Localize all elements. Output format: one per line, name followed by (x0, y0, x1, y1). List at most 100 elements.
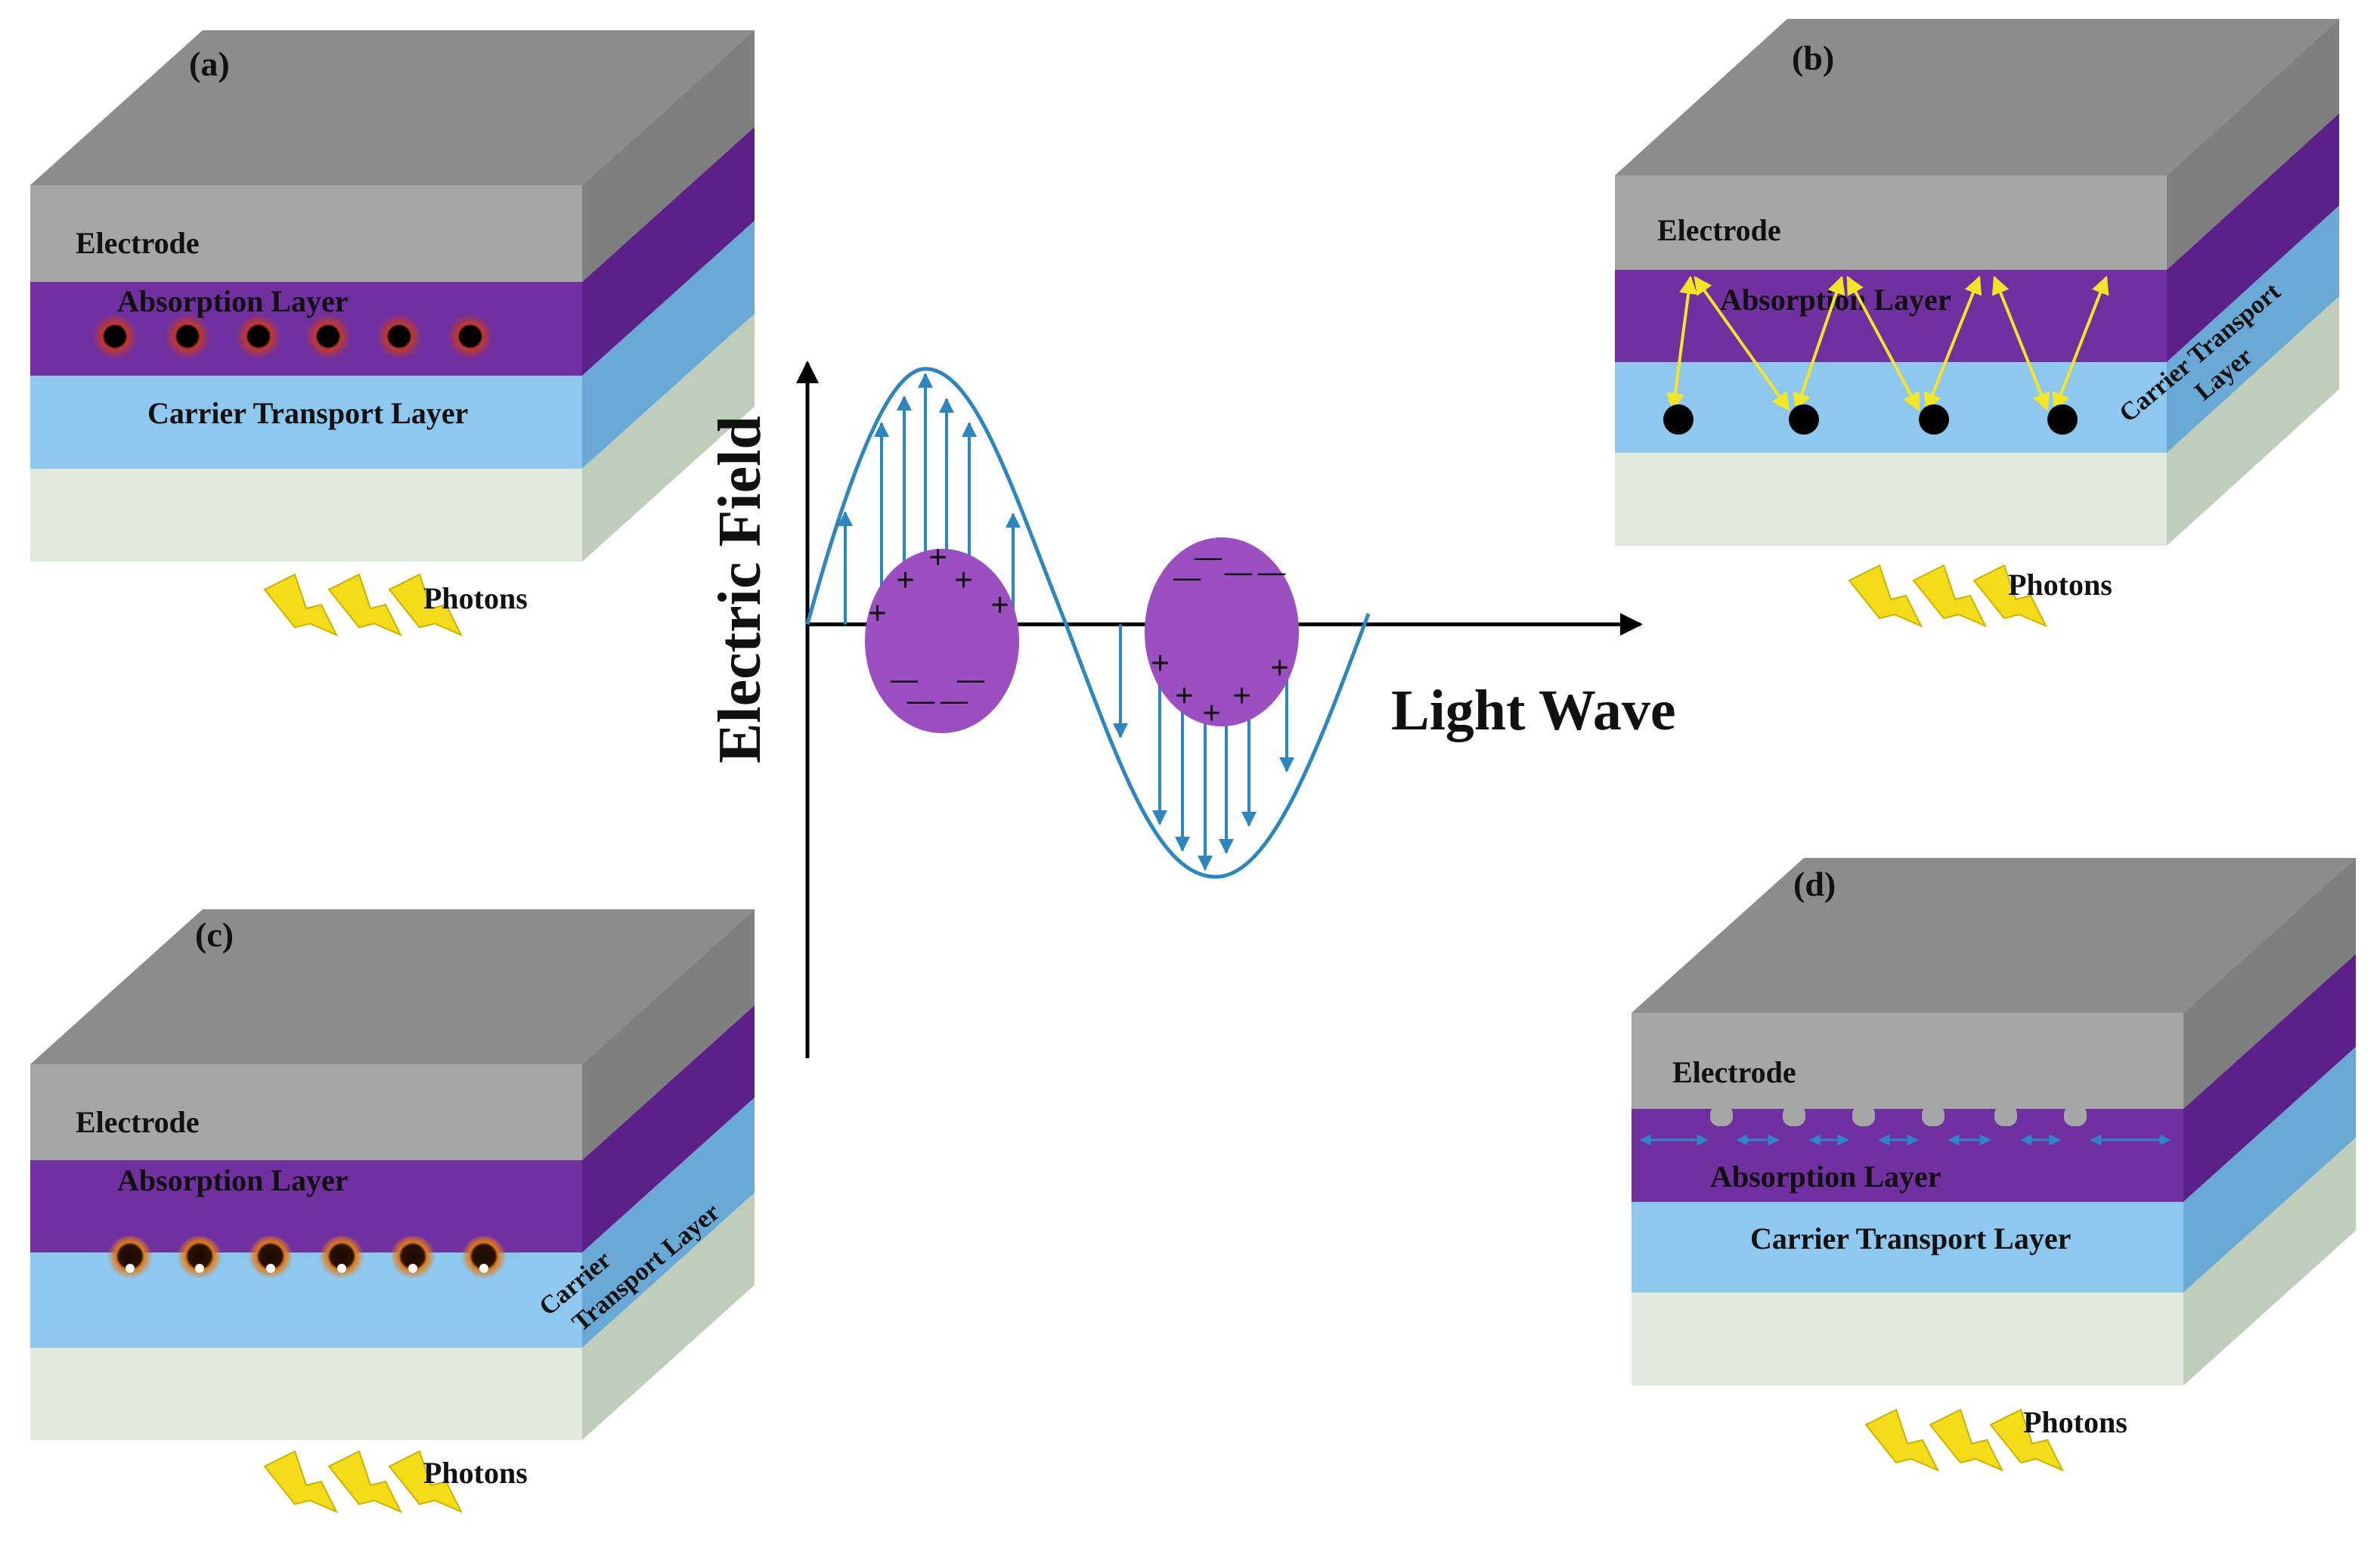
absorption-side (2167, 113, 2339, 362)
photons-label: Photons (2008, 568, 2112, 602)
nanoparticle (107, 1236, 153, 1281)
electrode-side (2183, 858, 2356, 1109)
electrode-side (2167, 19, 2339, 270)
wave-diagram: + + + + + — — — — — — — — + (707, 361, 1676, 1058)
minus-charge: — (1173, 562, 1201, 592)
nanoparticle (305, 314, 351, 359)
panel-tag: (b) (1792, 39, 1834, 77)
photons-label: Photons (423, 581, 528, 615)
absorption-label: Absorption Layer (1710, 1160, 1941, 1194)
transport-label: Carrier Transport Layer (147, 396, 468, 430)
minus-charge: — (1194, 541, 1223, 571)
nanoparticle (461, 1236, 507, 1281)
panel-tag: (c) (195, 915, 234, 954)
minus-charge: — (890, 664, 919, 694)
charge-plus-row: + + + + + (1151, 645, 1289, 732)
absorption-side (582, 127, 755, 376)
scatter-arrow (1793, 275, 1845, 412)
transport-side (2167, 206, 2339, 453)
nanoparticle (1789, 404, 1819, 435)
plus-charge: + (990, 587, 1009, 624)
minus-charge: — (906, 685, 935, 715)
substrate-side (582, 314, 755, 562)
nanoparticle (390, 1236, 435, 1281)
reflection-arrows (1666, 275, 2109, 412)
electrode-side (582, 30, 755, 282)
minus-charge: — (1257, 556, 1286, 587)
nanoparticle (236, 314, 281, 359)
minus-charge: — (940, 685, 968, 715)
substrate-side (582, 1193, 755, 1440)
scatter-arrow (2052, 275, 2109, 412)
absorption-side (2183, 954, 2356, 1202)
panel-tag: (a) (189, 45, 230, 83)
y-axis-label: Electric Field (707, 416, 773, 763)
substrate-front (1632, 1293, 2183, 1386)
sine-wave (805, 367, 1371, 879)
x-axis-label: Light Wave (1391, 679, 1676, 742)
nanoparticle-positive-bottom: — — — — + + + + + (1145, 537, 1299, 732)
transport-side (582, 1098, 755, 1348)
electrode-front (30, 1064, 582, 1160)
panel-tag: (d) (1793, 865, 1836, 903)
panel-c: (c) Electrode Absorption Layer Carrier T… (30, 909, 755, 1513)
nanoparticle (2047, 404, 2078, 435)
photons-icon (263, 1450, 463, 1513)
electrode-label: Electrode (76, 226, 200, 260)
plus-charge: + (928, 539, 947, 576)
electrode-front (1615, 175, 2167, 270)
plus-charge: + (896, 562, 915, 599)
transport-front (1632, 1202, 2183, 1293)
plus-charge: + (1175, 677, 1194, 714)
substrate-side (2183, 1138, 2356, 1386)
nanoparticle-row (107, 1236, 507, 1281)
scatter-arrow (1846, 275, 1920, 412)
nanoparticle (865, 549, 1019, 733)
photons-label: Photons (2023, 1405, 2127, 1439)
photons-icon (1864, 1408, 2065, 1472)
electrode-top (30, 30, 755, 185)
electrode-label: Electrode (1657, 213, 1781, 247)
electrode-label: Electrode (76, 1105, 200, 1139)
nanoparticle (319, 1236, 364, 1281)
plus-charge: + (868, 595, 887, 632)
panel-b: (b) Electrode Absorption Layer Carrier T… (1615, 19, 2339, 627)
transport-side (2183, 1047, 2356, 1293)
nanoparticle (1919, 404, 1949, 435)
nanoparticle (448, 314, 493, 359)
absorption-side (582, 1005, 755, 1252)
minus-charge: — (1224, 556, 1253, 587)
transport-side (582, 221, 755, 469)
scatter-arrow (1694, 276, 1790, 411)
absorption-label: Absorption Layer (117, 1163, 349, 1197)
absorption-label: Absorption Layer (117, 284, 349, 318)
panel-a: (a) Electrode Absorption Layer Carrier T… (30, 30, 755, 636)
nanoparticle (377, 314, 422, 359)
device-stack (1632, 858, 2356, 1386)
electrode-side (582, 909, 755, 1160)
nanoparticle-row (1663, 404, 2078, 435)
charge-minus-row: — — — — (890, 664, 985, 715)
nanoparticle-positive-top: + + + + + — — — — (865, 539, 1019, 733)
charge-minus-row: — — — — (1173, 541, 1286, 592)
substrate-front (30, 1348, 582, 1440)
charge-plus-row: + + + + + (868, 539, 1009, 632)
panel-d: (d) Electrode Absorption Layer Carrier T… (1632, 858, 2356, 1472)
scatter-arrow (1991, 275, 2050, 412)
plus-charge: + (1270, 649, 1289, 686)
substrate-front (30, 469, 582, 562)
nanoparticle (1663, 404, 1694, 435)
minus-charge: — (956, 664, 985, 694)
substrate-side (2167, 296, 2339, 546)
electrode-front (30, 185, 582, 282)
photons-label: Photons (423, 1456, 528, 1490)
electrode-front (1632, 1013, 2183, 1109)
substrate-front (1615, 453, 2167, 546)
nanoparticle (92, 314, 138, 359)
nanoparticle-row (92, 314, 493, 359)
photons-icon (263, 573, 463, 636)
nanoparticle (248, 1236, 293, 1281)
transport-front (1615, 362, 2167, 453)
electrode-grating (1710, 1105, 2087, 1126)
